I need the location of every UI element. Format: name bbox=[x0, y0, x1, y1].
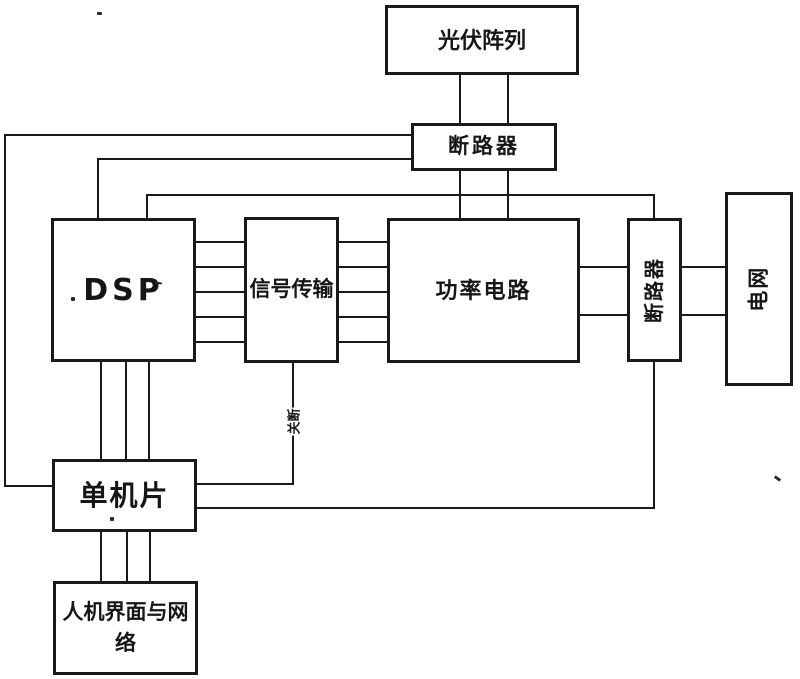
wire-breaker-dsp-v bbox=[97, 158, 99, 218]
wire-mcu-hmi-2 bbox=[126, 530, 128, 583]
wire-dsp-mcu-2 bbox=[125, 360, 127, 461]
bus-signal-power-5 bbox=[337, 341, 389, 343]
wire-breakerR-grid-2 bbox=[680, 314, 727, 316]
circuit-breaker-right-label: 断路器 bbox=[643, 257, 666, 323]
mcu-label: 单机片 bbox=[79, 478, 170, 512]
wire-pv-breaker-2 bbox=[507, 73, 509, 125]
wire-shutdown-h bbox=[195, 483, 294, 485]
bus-signal-power-2 bbox=[337, 266, 389, 268]
bus-signal-power-3 bbox=[337, 291, 389, 293]
pv-array-label: 光伏阵列 bbox=[437, 27, 526, 53]
wire-power-breakerR-1 bbox=[578, 266, 629, 268]
block-circuit-breaker-top: 断路器 bbox=[411, 123, 557, 171]
block-mcu: 单机片 bbox=[52, 459, 197, 532]
ink-speck bbox=[71, 297, 75, 301]
circuit-breaker-top-label: 断路器 bbox=[448, 135, 520, 159]
signal-transmission-label: 信号传输 bbox=[249, 278, 334, 302]
wire-dsp-mcu-3 bbox=[148, 360, 150, 461]
power-circuit-label: 功率电路 bbox=[435, 278, 532, 303]
wire-dsp-breakerR-v1 bbox=[146, 194, 148, 218]
block-dsp: DSP bbox=[51, 218, 196, 362]
bus-dsp-signal-5 bbox=[194, 341, 246, 343]
ink-speck bbox=[110, 517, 114, 521]
wire-dsp-mcu-1 bbox=[100, 360, 102, 461]
wire-mcu-hmi-1 bbox=[100, 530, 102, 583]
bus-dsp-signal-2 bbox=[194, 266, 246, 268]
wire-mcu-breakerR-h bbox=[195, 507, 655, 509]
wire-breaker-dsp-h bbox=[97, 158, 412, 160]
wire-breaker-mcu-bottom bbox=[4, 485, 53, 487]
block-pv-array: 光伏阵列 bbox=[385, 5, 579, 75]
ink-speck bbox=[773, 475, 782, 482]
bus-signal-power-4 bbox=[337, 316, 389, 318]
bus-dsp-signal-1 bbox=[194, 241, 246, 243]
block-hmi-network: 人机界面与网络 bbox=[53, 581, 198, 675]
bus-signal-power-1 bbox=[337, 241, 389, 243]
wire-breakerR-grid-1 bbox=[680, 266, 727, 268]
bus-dsp-signal-3 bbox=[194, 291, 246, 293]
shutdown-edge-label: 关断 bbox=[274, 395, 312, 447]
wire-dsp-breakerR-h bbox=[146, 194, 655, 196]
wire-mcu-breakerR-v bbox=[653, 361, 655, 509]
wire-dsp-breakerR-v2 bbox=[653, 194, 655, 218]
ink-speck bbox=[97, 12, 102, 15]
block-power-circuit: 功率电路 bbox=[387, 218, 580, 363]
dsp-label: DSP bbox=[83, 272, 164, 308]
bus-dsp-signal-4 bbox=[194, 316, 246, 318]
wire-breaker-mcu-top bbox=[4, 134, 412, 136]
hmi-network-label: 人机界面与网络 bbox=[62, 600, 189, 656]
wire-power-breakerR-2 bbox=[578, 314, 629, 316]
wire-breaker-mcu-left bbox=[4, 134, 6, 487]
block-circuit-breaker-right: 断路器 bbox=[627, 218, 682, 362]
block-grid: 电网 bbox=[725, 192, 793, 386]
grid-label: 电网 bbox=[747, 266, 771, 312]
wire-mcu-hmi-3 bbox=[149, 530, 151, 583]
block-signal-transmission: 信号传输 bbox=[244, 217, 339, 363]
wire-pv-breaker-1 bbox=[459, 73, 461, 125]
